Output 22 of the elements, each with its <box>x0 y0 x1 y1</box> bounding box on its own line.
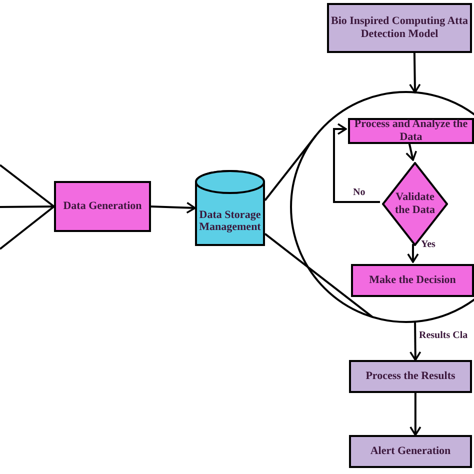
edge-label: Yes <box>420 240 436 250</box>
node-label: Data Storage Management <box>198 208 262 234</box>
arrow <box>333 123 380 203</box>
arrow <box>407 244 419 263</box>
node-label: Validate the Data <box>394 191 436 217</box>
arrow <box>409 52 421 94</box>
arrow <box>150 202 196 214</box>
process-box: Bio Inspired Computing Atta Detection Model <box>327 3 472 53</box>
connector-line <box>0 164 55 208</box>
process-box: Make the Decision <box>351 264 474 297</box>
process-box: Process the Results <box>349 360 472 393</box>
connector-line <box>0 206 54 208</box>
edge-label: No <box>352 188 366 198</box>
edge-label: Results Cla <box>418 331 469 341</box>
arrow <box>405 142 418 161</box>
process-box: Data Generation <box>54 181 151 232</box>
connector-line <box>264 233 373 318</box>
connector-line <box>0 206 55 250</box>
arrow <box>409 322 422 361</box>
arrow <box>410 393 422 436</box>
process-box: Process and Analyze the Data <box>348 118 474 144</box>
process-box: Alert Generation <box>349 435 472 468</box>
